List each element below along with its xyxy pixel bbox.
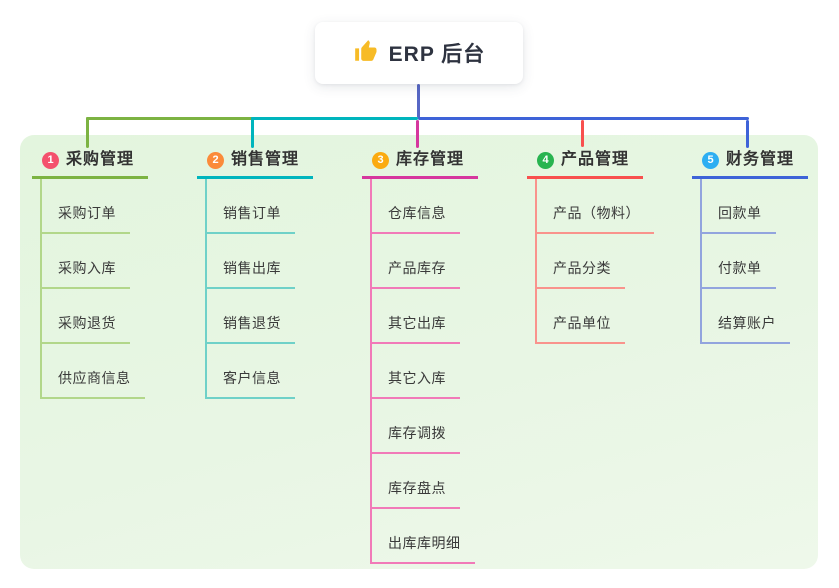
child-node[interactable]: 采购退货: [42, 289, 130, 344]
link-root-vertical: [417, 84, 420, 118]
branch-number-badge: 4: [537, 151, 554, 169]
child-node[interactable]: 销售退货: [207, 289, 295, 344]
branch: 5 财务管理回款单付款单结算账户: [692, 150, 808, 344]
branch-number-badge: 2: [207, 151, 224, 169]
branch-head-node[interactable]: 3 库存管理: [362, 150, 478, 179]
branch-head-node[interactable]: 5 财务管理: [692, 150, 808, 179]
branch-head-node[interactable]: 1 采购管理: [32, 150, 148, 179]
branch-number-badge: 1: [42, 151, 59, 169]
child-node[interactable]: 其它出库: [372, 289, 460, 344]
child-node[interactable]: 其它入库: [372, 344, 460, 399]
child-node[interactable]: 采购入库: [42, 234, 130, 289]
thumbs-up-shape: [354, 39, 377, 61]
root-title: ERP 后台: [388, 43, 486, 66]
child-node[interactable]: 库存盘点: [372, 454, 460, 509]
branch-number-badge: 5: [702, 151, 719, 169]
branch-label: 采购管理: [66, 151, 135, 168]
mindmap-panel: [20, 135, 818, 569]
branch-label: 财务管理: [726, 151, 795, 168]
branch: 4 产品管理产品（物料）产品分类产品单位: [527, 150, 654, 344]
branch: 3 库存管理仓库信息产品库存其它出库其它入库库存调拨库存盘点出库库明细: [362, 150, 478, 564]
branch: 1 采购管理采购订单采购入库采购退货供应商信息: [32, 150, 148, 399]
child-node[interactable]: 产品库存: [372, 234, 460, 289]
child-node[interactable]: 客户信息: [207, 344, 295, 399]
child-node[interactable]: 供应商信息: [42, 344, 145, 399]
thumbs-up-icon: [353, 38, 379, 69]
child-node[interactable]: 结算账户: [702, 289, 790, 344]
link-drop: [251, 117, 254, 148]
child-node[interactable]: 产品（物料）: [537, 179, 654, 234]
branch-label: 销售管理: [231, 151, 300, 168]
link-drop: [581, 120, 584, 147]
branch-children: 产品（物料）产品分类产品单位: [535, 179, 654, 344]
link-drop: [746, 120, 749, 148]
root-node[interactable]: ERP 后台: [315, 22, 523, 84]
branch-children: 采购订单采购入库采购退货供应商信息: [40, 179, 145, 399]
link-bus-segment: [251, 117, 418, 120]
child-node[interactable]: 销售出库: [207, 234, 295, 289]
branch-children: 销售订单销售出库销售退货客户信息: [205, 179, 295, 399]
child-node[interactable]: 产品分类: [537, 234, 625, 289]
branch-number-badge: 3: [372, 151, 389, 169]
branch-head-node[interactable]: 2 销售管理: [197, 150, 313, 179]
child-node[interactable]: 采购订单: [42, 179, 130, 234]
branch: 2 销售管理销售订单销售出库销售退货客户信息: [197, 150, 313, 399]
link-drop: [86, 117, 89, 148]
child-node[interactable]: 付款单: [702, 234, 776, 289]
child-node[interactable]: 产品单位: [537, 289, 625, 344]
child-node[interactable]: 销售订单: [207, 179, 295, 234]
link-bus-segment: [86, 117, 253, 120]
branch-label: 库存管理: [396, 151, 465, 168]
child-node[interactable]: 出库库明细: [372, 509, 475, 564]
child-node[interactable]: 库存调拨: [372, 399, 460, 454]
child-node[interactable]: 回款单: [702, 179, 776, 234]
link-drop: [416, 120, 419, 148]
child-node[interactable]: 仓库信息: [372, 179, 460, 234]
branch-children: 仓库信息产品库存其它出库其它入库库存调拨库存盘点出库库明细: [370, 179, 475, 564]
branch-children: 回款单付款单结算账户: [700, 179, 790, 344]
link-bus-segment: [418, 117, 749, 120]
branch-head-node[interactable]: 4 产品管理: [527, 150, 643, 179]
branch-label: 产品管理: [561, 151, 630, 168]
